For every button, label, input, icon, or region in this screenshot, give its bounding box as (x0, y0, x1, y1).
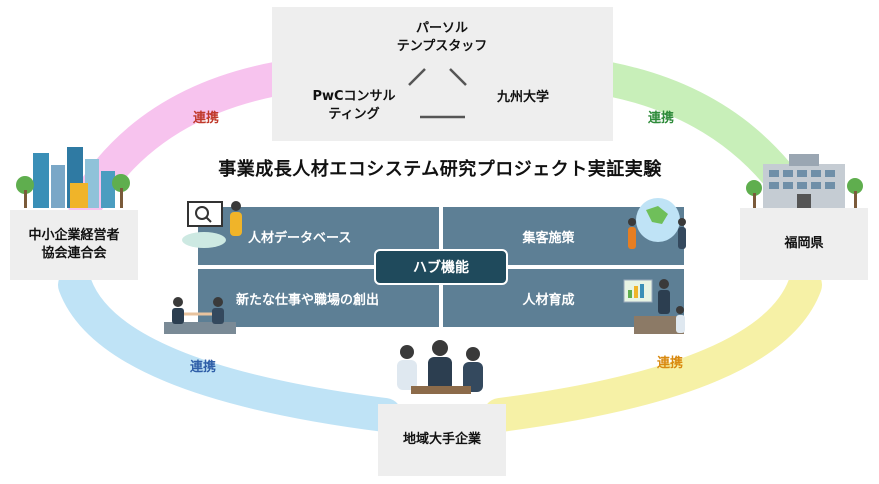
partners-box (272, 7, 613, 141)
quad-customer-acquisition-label: 集客施策 (522, 230, 575, 246)
node-right-fukuoka: 福岡県 (740, 208, 868, 280)
partner-pwc-line2: ティング (328, 107, 380, 122)
prefecture-building-icon (746, 154, 863, 208)
link-label-top-left: 連携 (193, 111, 220, 126)
quad-new-jobs-label: 新たな仕事や職場の創出 (236, 292, 380, 308)
partner-kyushu: 九州大学 (496, 90, 549, 105)
quad-talent-development-label: 人材育成 (522, 292, 575, 308)
partner-persol-line2: テンプスタッフ (396, 39, 488, 54)
training-presentation-icon (623, 279, 685, 334)
partner-pwc: PwCコンサル ティング (298, 88, 410, 124)
node-bottom-large-companies: 地域大手企業 (378, 404, 506, 476)
link-label-top-right: 連携 (648, 111, 675, 126)
quad-talent-database-label: 人材データベース (248, 230, 352, 246)
partner-persol: パーソル テンプスタッフ (372, 20, 512, 56)
arc-bottom-right (483, 268, 822, 432)
partner-persol-line1: パーソル (415, 21, 468, 36)
arc-bottom-left (58, 268, 402, 432)
quad-new-jobs: 新たな仕事や職場の創出 (198, 269, 439, 327)
database-search-icon (182, 201, 242, 248)
city-buildings-icon (16, 147, 130, 208)
node-left-sme-federation: 中小企業経営者 協会連合会 (10, 210, 138, 280)
globe-map-icon (628, 198, 686, 249)
diagram-title: 事業成長人材エコシステム研究プロジェクト実証実験 (218, 159, 662, 180)
node-left-line2: 協会連合会 (41, 246, 107, 261)
handshake-meeting-icon (164, 297, 236, 334)
link-label-bottom-left: 連携 (190, 360, 217, 375)
link-label-bottom-right: 連携 (657, 356, 684, 371)
partner-pwc-line1: PwCコンサル (312, 89, 396, 104)
partners-triangle (408, 68, 467, 119)
hub-function: ハブ機能 (374, 249, 508, 285)
node-left-line1: 中小企業経営者 (28, 228, 120, 243)
business-meeting-icon (397, 340, 483, 394)
